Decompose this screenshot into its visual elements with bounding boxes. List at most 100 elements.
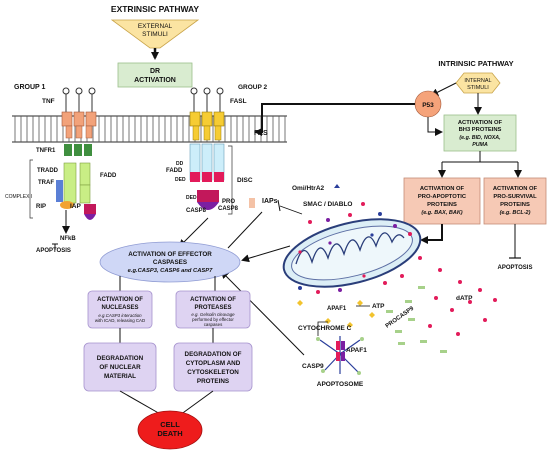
mito-to-effector [241,245,291,263]
deg-cyto-line2: CYTOPLASM AND [186,360,241,367]
apaf1-top-label: APAF1 [327,306,347,312]
rip-label: RIP [36,204,46,210]
nucleases-sub2: with ICAD, releasing CAD [95,318,145,323]
pro-apop-to-mito [420,224,443,244]
apaf1-label: APAF1 [346,347,367,354]
mito-particles [297,212,497,353]
cell-death-ellipse [137,410,203,450]
datp-label: dATP [456,295,473,302]
apoptosome-complex [316,336,364,375]
omi-triangle [334,184,340,188]
proteases-sub1: e.g. Gelsolin cleavage [191,312,235,317]
nucleases-title1: ACTIVATION OF [97,297,143,303]
pro-apop-line4: (e.g. BAX, BAK) [421,210,462,216]
proteases-title2: PROTEASES [194,305,231,311]
bh3-line2: BH3 PROTEINS [459,127,502,133]
group1-label: GROUP 1 [14,84,45,91]
effector-line3: e.g.CASP3, CASP6 and CASP7 [128,268,213,274]
disc-ded2-label: DED [186,195,197,201]
fasl-label: FASL [230,98,247,105]
pro-apop-line2: PRO-APOPTOTIC [418,194,467,200]
p53-to-bh3 [427,117,443,136]
pro-surv-line4: (e.g. BCL-2) [500,210,531,216]
pro-surv-line1: ACTIVATION OF [493,186,538,192]
external-stimuli-arrow [110,19,200,49]
stimuli-to-p53 [430,82,457,96]
deg-cyto-line3: CYTOSKELETON [187,369,239,376]
bh3-line3: (e.g. BID, NOXA, [459,135,501,141]
fas-receptor [189,87,225,141]
cyto-to-death [179,390,214,416]
cell-death-line2: DEATH [157,429,182,438]
omi-label: Omi/HtrA2 [292,185,325,192]
disc-label: DISC [237,177,253,184]
cell-death-line1: CELL [160,420,180,429]
apoptosis-label-left: APOPTOSIS [36,248,71,254]
pro-casp8-shape [249,198,255,208]
proteases-sub2: performed by effector [192,317,234,322]
p53-to-fas [254,103,415,136]
tnfr1-label: TNFR1 [36,148,56,154]
dr-activation-box [117,62,193,88]
casp9-label: CASP9 [302,363,324,370]
internal-stimuli-line2: STIMULI [467,85,489,91]
pro-surv-line2: PRO-SURVIVAL [493,194,537,200]
atp-label: ATP [372,303,385,310]
proteases-title1: ACTIVATION OF [190,297,236,303]
bh3-box [443,114,517,152]
complex1-bracket [29,159,33,219]
tnfr1-receptor [61,87,97,139]
internal-stimuli-hex [455,72,501,94]
bh3-split [441,151,519,174]
traf-label: TRAF [38,180,54,186]
pro-casp8-line1: PRO [222,199,235,205]
apoptosome-to-effector [220,270,305,356]
pro-apop-line1: ACTIVATION OF [420,186,465,192]
disc-bracket [228,145,233,215]
apoptosis-label-right: APOPTOSIS [498,265,533,271]
dr-activation-line1: DR [150,68,160,75]
bh3-line1: ACTIVATION OF [458,120,503,126]
smac-dot [361,202,365,206]
tradd-proteins [64,144,92,156]
disc-dd-label: DD [176,161,184,167]
pro-apop-line3: PROTEINS [427,202,457,208]
pro-casp8-line2: CASP8 [218,206,239,212]
iaps-inhibit-bar [277,199,281,212]
deg-nuc-line1: DEGRADATION [97,355,144,362]
disc-complex [189,143,225,210]
deg-nuc-line3: MATERIAL [104,373,136,380]
nfkb-label: NFkB [60,236,76,242]
p53-label: P53 [422,102,434,109]
effector-line1: ACTIVATION OF EFFECTOR [128,251,212,258]
nucleases-title2: NUCLEASES [101,305,138,311]
iaps-inhibit-effector [227,211,263,249]
effector-line2: CASPASES [153,259,187,266]
intrinsic-title: INTRINSIC PATHWAY [438,59,513,68]
group2-label: GROUP 2 [238,84,268,91]
cytc-to-apoptosome [317,321,328,336]
iaps-label: IAPs [262,198,278,205]
deg-cyto-line1: DEGRADATION OF [185,351,242,358]
pro-apoptotic-box [403,177,481,225]
disc-ded-label: DED [175,177,186,183]
external-stimuli-line1: EXTERNAL [138,23,173,30]
fadd-label-complex1: FADD [100,173,117,179]
proteases-sub3: caspases [204,322,223,327]
casp8-to-effector [178,217,209,248]
effector-caspases-ellipse [99,241,241,283]
deg-cyto-line4: PROTEINS [197,378,229,385]
dr-activation-line2: ACTIVATION [134,77,176,84]
mitochondrion [282,218,422,288]
tnf-label: TNF [42,98,55,105]
bh3-line4: PUMA [472,142,488,148]
nuclear-to-death [119,390,163,416]
tradd-label: TRADD [37,168,59,174]
disc-casp8-label: CASP8 [186,208,207,214]
deg-nuc-line2: OF NUCLEAR [99,364,141,371]
disc-fadd-label: FADD [166,168,183,174]
smac-label: SMAC / DIABLO [303,201,352,208]
pro-surv-line3: PROTEINS [500,202,530,208]
